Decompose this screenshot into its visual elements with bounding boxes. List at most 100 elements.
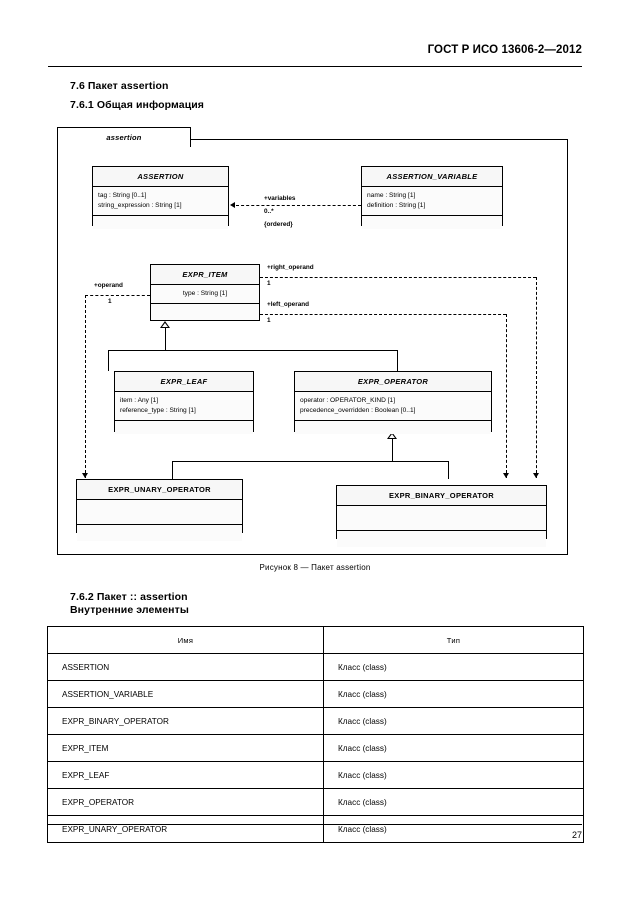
association-variables-role: +variables bbox=[264, 195, 296, 202]
attribute-row: operator : OPERATOR_KIND [1] bbox=[300, 397, 396, 404]
class-box-expr-item: EXPR_ITEM type : String [1] bbox=[150, 264, 260, 321]
class-box-expr-operator: EXPR_OPERATOR operator : OPERATOR_KIND [… bbox=[294, 371, 492, 435]
cell-name: ASSERTION bbox=[47, 653, 324, 681]
attribute-row: tag : String [0..1] bbox=[98, 192, 147, 199]
class-box-assertion-variable: ASSERTION_VARIABLE name : String [1] def… bbox=[361, 166, 503, 230]
figure-caption: Рисунок 8 — Пакет assertion bbox=[259, 563, 371, 572]
table-row: EXPR_ITEM Класс (class) bbox=[47, 734, 584, 762]
generalization-stem-expr-operator bbox=[392, 439, 393, 461]
section-subheading-members: Внутренние элементы bbox=[70, 604, 189, 616]
table-row: ASSERTION_VARIABLE Класс (class) bbox=[47, 680, 584, 708]
table-row: EXPR_OPERATOR Класс (class) bbox=[47, 788, 584, 816]
class-operations-expr-unary-operator bbox=[77, 525, 242, 541]
association-operand-role: +operand bbox=[94, 282, 123, 289]
class-name-expr-binary-operator: EXPR_BINARY_OPERATOR bbox=[337, 486, 546, 506]
class-operations-expr-leaf bbox=[115, 421, 253, 435]
internal-elements-table: Имя Тип ASSERTION Класс (class) ASSERTIO… bbox=[47, 626, 584, 843]
class-attributes-expr-binary-operator bbox=[337, 506, 546, 531]
association-variables-arrowhead bbox=[230, 201, 235, 208]
generalization-bar-expr-item bbox=[108, 350, 397, 351]
association-operand-arrowhead bbox=[81, 473, 88, 478]
generalization-drop-expr-leaf bbox=[108, 350, 109, 371]
association-right-operand-line bbox=[260, 277, 536, 278]
class-operations-expr-item bbox=[151, 304, 259, 318]
class-name-expr-unary-operator: EXPR_UNARY_OPERATOR bbox=[77, 480, 242, 500]
class-box-expr-unary-operator: EXPR_UNARY_OPERATOR bbox=[76, 479, 243, 541]
cell-type: Класс (class) bbox=[323, 680, 584, 708]
package-tab-label: assertion bbox=[57, 127, 191, 147]
cell-name: EXPR_ITEM bbox=[47, 734, 324, 762]
cell-type: Класс (class) bbox=[323, 788, 584, 816]
class-name-expr-leaf: EXPR_LEAF bbox=[115, 372, 253, 392]
generalization-arrow-expr-item bbox=[160, 321, 170, 328]
class-attributes-assertion-variable: name : String [1] definition : String [1… bbox=[362, 187, 502, 217]
table-row: EXPR_BINARY_OPERATOR Класс (class) bbox=[47, 707, 584, 735]
generalization-drop-expr-operator bbox=[397, 350, 398, 371]
section-heading-7-6-2: 7.6.2 Пакет :: assertion bbox=[70, 591, 188, 603]
association-left-operand-arrowhead bbox=[502, 473, 509, 478]
class-box-assertion: ASSERTION tag : String [0..1] string_exp… bbox=[92, 166, 229, 230]
attribute-row: reference_type : String [1] bbox=[120, 407, 196, 415]
cell-name: EXPR_UNARY_OPERATOR bbox=[47, 815, 324, 843]
class-name-expr-item: EXPR_ITEM bbox=[151, 265, 259, 285]
association-operand-multiplicity: 1 bbox=[108, 298, 112, 305]
page-number: 27 bbox=[571, 830, 582, 840]
table-header-type: Тип bbox=[323, 626, 584, 654]
class-name-assertion: ASSERTION bbox=[93, 167, 228, 187]
uml-package-diagram: assertion ASSERTION tag : String [0..1] … bbox=[57, 127, 568, 555]
association-right-operand-vertical bbox=[536, 277, 537, 478]
class-name-expr-operator: EXPR_OPERATOR bbox=[295, 372, 491, 392]
cell-name: ASSERTION_VARIABLE bbox=[47, 680, 324, 708]
cell-name: EXPR_BINARY_OPERATOR bbox=[47, 707, 324, 735]
attribute-row: definition : String [1] bbox=[367, 202, 426, 210]
class-operations-assertion bbox=[93, 216, 228, 230]
generalization-bar-expr-operator bbox=[172, 461, 448, 462]
association-variables-line bbox=[236, 205, 361, 206]
cell-type: Класс (class) bbox=[323, 761, 584, 789]
cell-type: Класс (class) bbox=[323, 815, 584, 843]
association-operand-line-top bbox=[85, 295, 150, 296]
association-right-operand-multiplicity: 1 bbox=[267, 280, 271, 287]
attribute-row: type : String [1] bbox=[182, 290, 228, 297]
cell-name: EXPR_OPERATOR bbox=[47, 788, 324, 816]
generalization-drop-expr-binary bbox=[448, 461, 449, 479]
association-left-operand-line bbox=[260, 314, 506, 315]
class-operations-expr-operator bbox=[295, 421, 491, 435]
association-operand-line-vertical bbox=[85, 295, 86, 478]
generalization-drop-expr-unary bbox=[172, 461, 173, 479]
attribute-row: string_expression : String [1] bbox=[98, 202, 182, 210]
cell-type: Класс (class) bbox=[323, 707, 584, 735]
standard-reference: ГОСТ Р ИСО 13606-2—2012 bbox=[427, 44, 582, 56]
class-attributes-expr-leaf: item : Any [1] reference_type : String [… bbox=[115, 392, 253, 422]
association-variables-multiplicity: 0..* bbox=[264, 208, 274, 215]
association-left-operand-role: +left_operand bbox=[267, 301, 310, 308]
table-row: EXPR_UNARY_OPERATOR Класс (class) bbox=[47, 815, 584, 843]
cell-type: Класс (class) bbox=[323, 734, 584, 762]
class-attributes-expr-operator: operator : OPERATOR_KIND [1] precedence_… bbox=[295, 392, 491, 422]
package-tab-mask bbox=[58, 146, 190, 148]
class-box-expr-binary-operator: EXPR_BINARY_OPERATOR bbox=[336, 485, 547, 547]
class-name-assertion-variable: ASSERTION_VARIABLE bbox=[362, 167, 502, 187]
table-header-name: Имя bbox=[47, 626, 324, 654]
class-box-expr-leaf: EXPR_LEAF item : Any [1] reference_type … bbox=[114, 371, 254, 435]
attribute-row: item : Any [1] bbox=[120, 397, 159, 404]
generalization-arrow-expr-operator bbox=[387, 432, 397, 439]
class-attributes-expr-unary-operator bbox=[77, 500, 242, 525]
generalization-stem-expr-item bbox=[165, 328, 166, 350]
association-variables-constraint: {ordered} bbox=[264, 221, 293, 228]
section-heading-7-6: 7.6 Пакет assertion bbox=[70, 80, 169, 92]
table-row: EXPR_LEAF Класс (class) bbox=[47, 761, 584, 789]
association-left-operand-multiplicity: 1 bbox=[267, 317, 271, 324]
footer-divider bbox=[48, 824, 582, 825]
cell-name: EXPR_LEAF bbox=[47, 761, 324, 789]
header-divider bbox=[48, 66, 582, 67]
table-row: ASSERTION Класс (class) bbox=[47, 653, 584, 681]
association-right-operand-role: +right_operand bbox=[267, 264, 314, 271]
table-body: ASSERTION Класс (class) ASSERTION_VARIAB… bbox=[47, 653, 584, 843]
class-attributes-expr-item: type : String [1] bbox=[151, 285, 259, 305]
association-right-operand-arrowhead bbox=[532, 473, 539, 478]
class-attributes-assertion: tag : String [0..1] string_expression : … bbox=[93, 187, 228, 217]
class-operations-assertion-variable bbox=[362, 216, 502, 230]
association-left-operand-vertical bbox=[506, 314, 507, 478]
cell-type: Класс (class) bbox=[323, 653, 584, 681]
